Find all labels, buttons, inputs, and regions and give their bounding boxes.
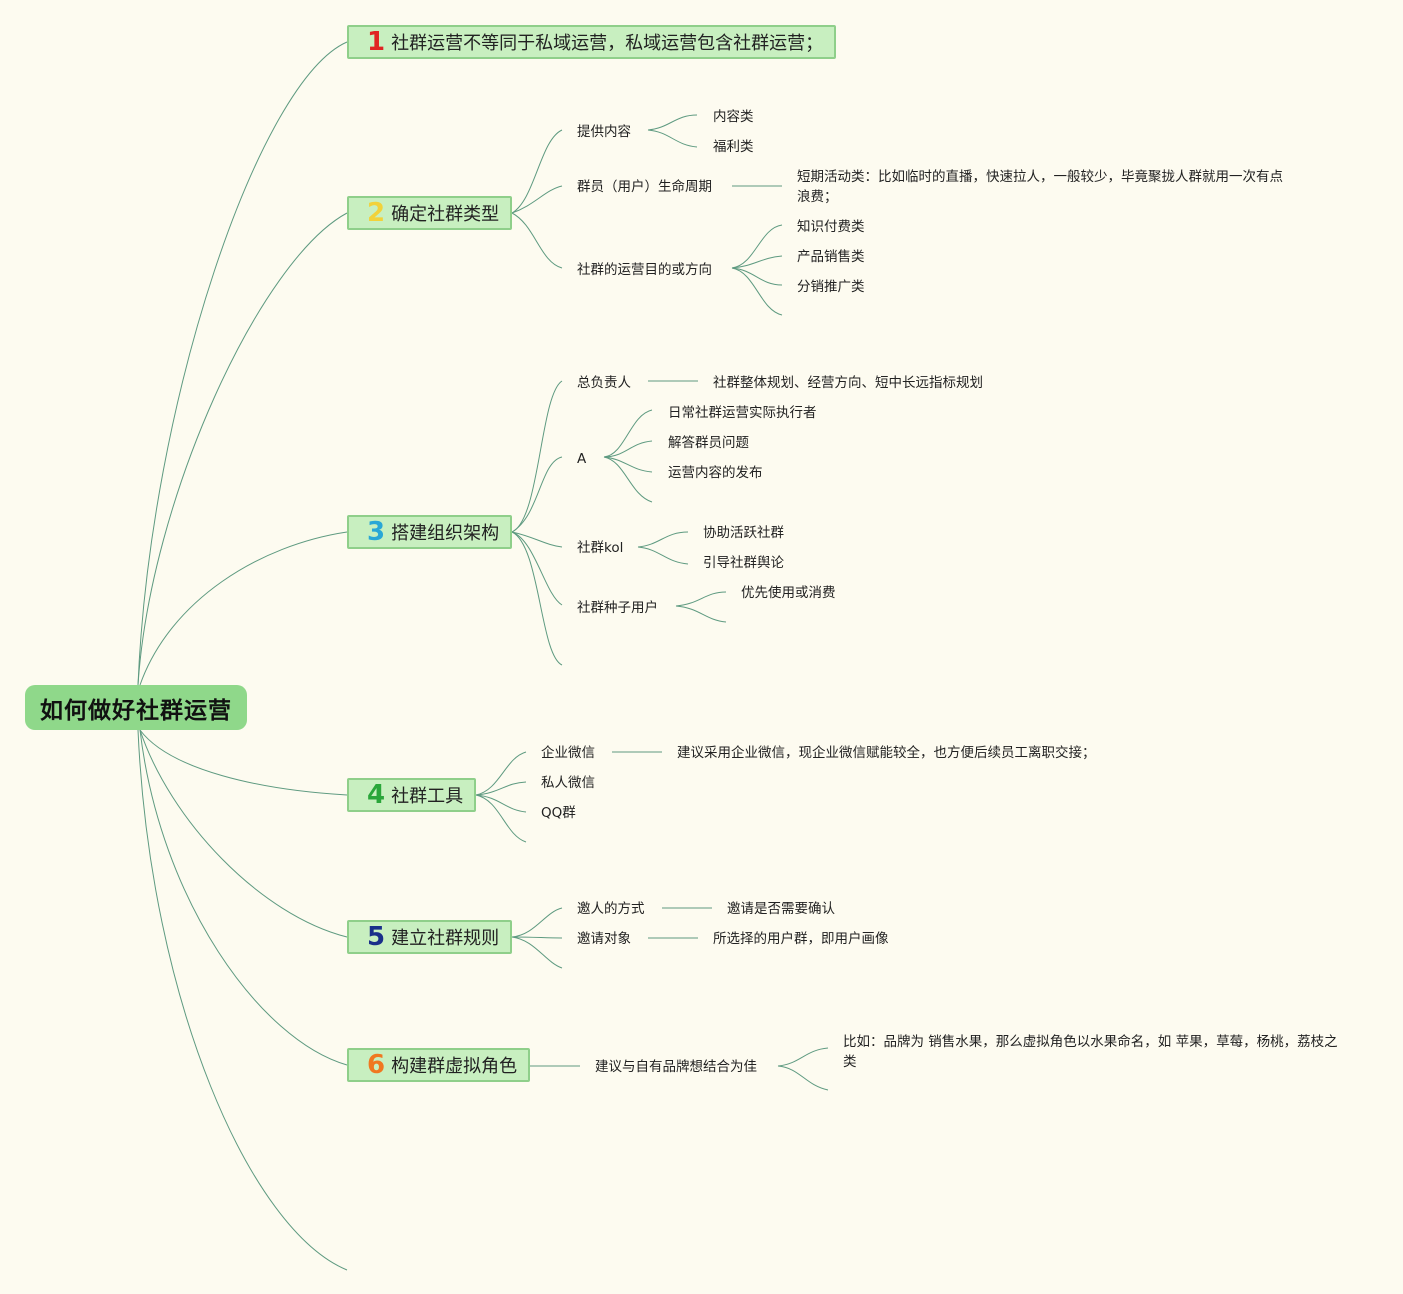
topic-2[interactable]: 2 确定社群类型	[347, 196, 512, 230]
topic-number-4: 4	[367, 780, 386, 810]
leaf-node[interactable]: 知识付费类	[797, 219, 865, 235]
topic-label: 社群运营不等同于私域运营，私域运营包含社群运营；	[391, 33, 824, 54]
leaf-node[interactable]: 运营内容的发布	[668, 465, 763, 481]
leaf-node[interactable]: 内容类	[713, 109, 754, 125]
subtopic[interactable]: 总负责人	[577, 375, 631, 391]
leaf-node[interactable]: 所选择的用户群，即用户画像	[713, 931, 889, 947]
leaf-node[interactable]: 邀请是否需要确认	[727, 901, 835, 917]
root-topic[interactable]: 如何做好社群运营	[25, 685, 247, 730]
topic-1[interactable]: 1 社群运营不等同于私域运营，私域运营包含社群运营；	[347, 25, 836, 59]
topic-number-2: 2	[367, 198, 386, 228]
leaf-node[interactable]: 协助活跃社群	[703, 525, 784, 541]
leaf-node[interactable]: 优先使用或消费	[741, 585, 836, 601]
topic-6[interactable]: 6 构建群虚拟角色	[347, 1048, 530, 1082]
leaf-node[interactable]: 日常社群运营实际执行者	[668, 405, 817, 421]
topic-label: 建立社群规则	[391, 928, 500, 949]
topic-label: 构建群虚拟角色	[391, 1056, 518, 1077]
subtopic[interactable]: 社群的运营目的或方向	[577, 262, 712, 278]
root-label: 如何做好社群运营	[40, 697, 232, 724]
topic-5[interactable]: 5 建立社群规则	[347, 920, 512, 954]
leaf-node[interactable]: 社群整体规划、经营方向、短中长远指标规划	[713, 375, 983, 391]
subtopic[interactable]: 群员（用户）生命周期	[577, 179, 712, 195]
subtopic[interactable]: 社群种子用户	[577, 600, 658, 616]
leaf-node[interactable]: 比如：品牌为 销售水果，那么虚拟角色以水果命名，如 苹果，草莓，杨桃，荔枝之类	[843, 1034, 1338, 1070]
topic-number-6: 6	[367, 1050, 386, 1080]
subtopic[interactable]: A	[577, 451, 587, 467]
topic-number-1: 1	[367, 27, 386, 57]
subtopic[interactable]: QQ群	[541, 805, 576, 821]
subtopic[interactable]: 提供内容	[577, 124, 631, 140]
leaf-node[interactable]: 引导社群舆论	[703, 555, 784, 571]
subtopic[interactable]: 私人微信	[541, 775, 595, 791]
topic-label: 确定社群类型	[391, 204, 500, 225]
leaf-node[interactable]: 福利类	[713, 139, 754, 155]
leaf-node[interactable]: 建议采用企业微信，现企业微信赋能较全，也方便后续员工离职交接；	[677, 745, 1096, 761]
leaf-node[interactable]: 解答群员问题	[668, 435, 749, 451]
leaf-node[interactable]: 短期活动类：比如临时的直播，快速拉人，一般较少，毕竟聚拢人群就用一次有点浪费；	[797, 169, 1283, 205]
subtopic[interactable]: 社群kol	[577, 540, 624, 556]
leaf-node[interactable]: 产品销售类	[797, 249, 865, 265]
topic-number-5: 5	[367, 922, 386, 952]
subtopic[interactable]: 建议与自有品牌想结合为佳	[595, 1059, 757, 1075]
subtopic[interactable]: 邀人的方式	[577, 901, 645, 917]
topic-label: 社群工具	[391, 786, 464, 807]
subtopic[interactable]: 邀请对象	[577, 931, 631, 947]
topic-3[interactable]: 3 搭建组织架构	[347, 515, 512, 549]
topic-label: 搭建组织架构	[391, 523, 500, 544]
subtopic[interactable]: 企业微信	[541, 745, 595, 761]
topic-4[interactable]: 4 社群工具	[347, 778, 476, 812]
topic-number-3: 3	[367, 517, 386, 547]
leaf-node[interactable]: 分销推广类	[797, 279, 865, 295]
